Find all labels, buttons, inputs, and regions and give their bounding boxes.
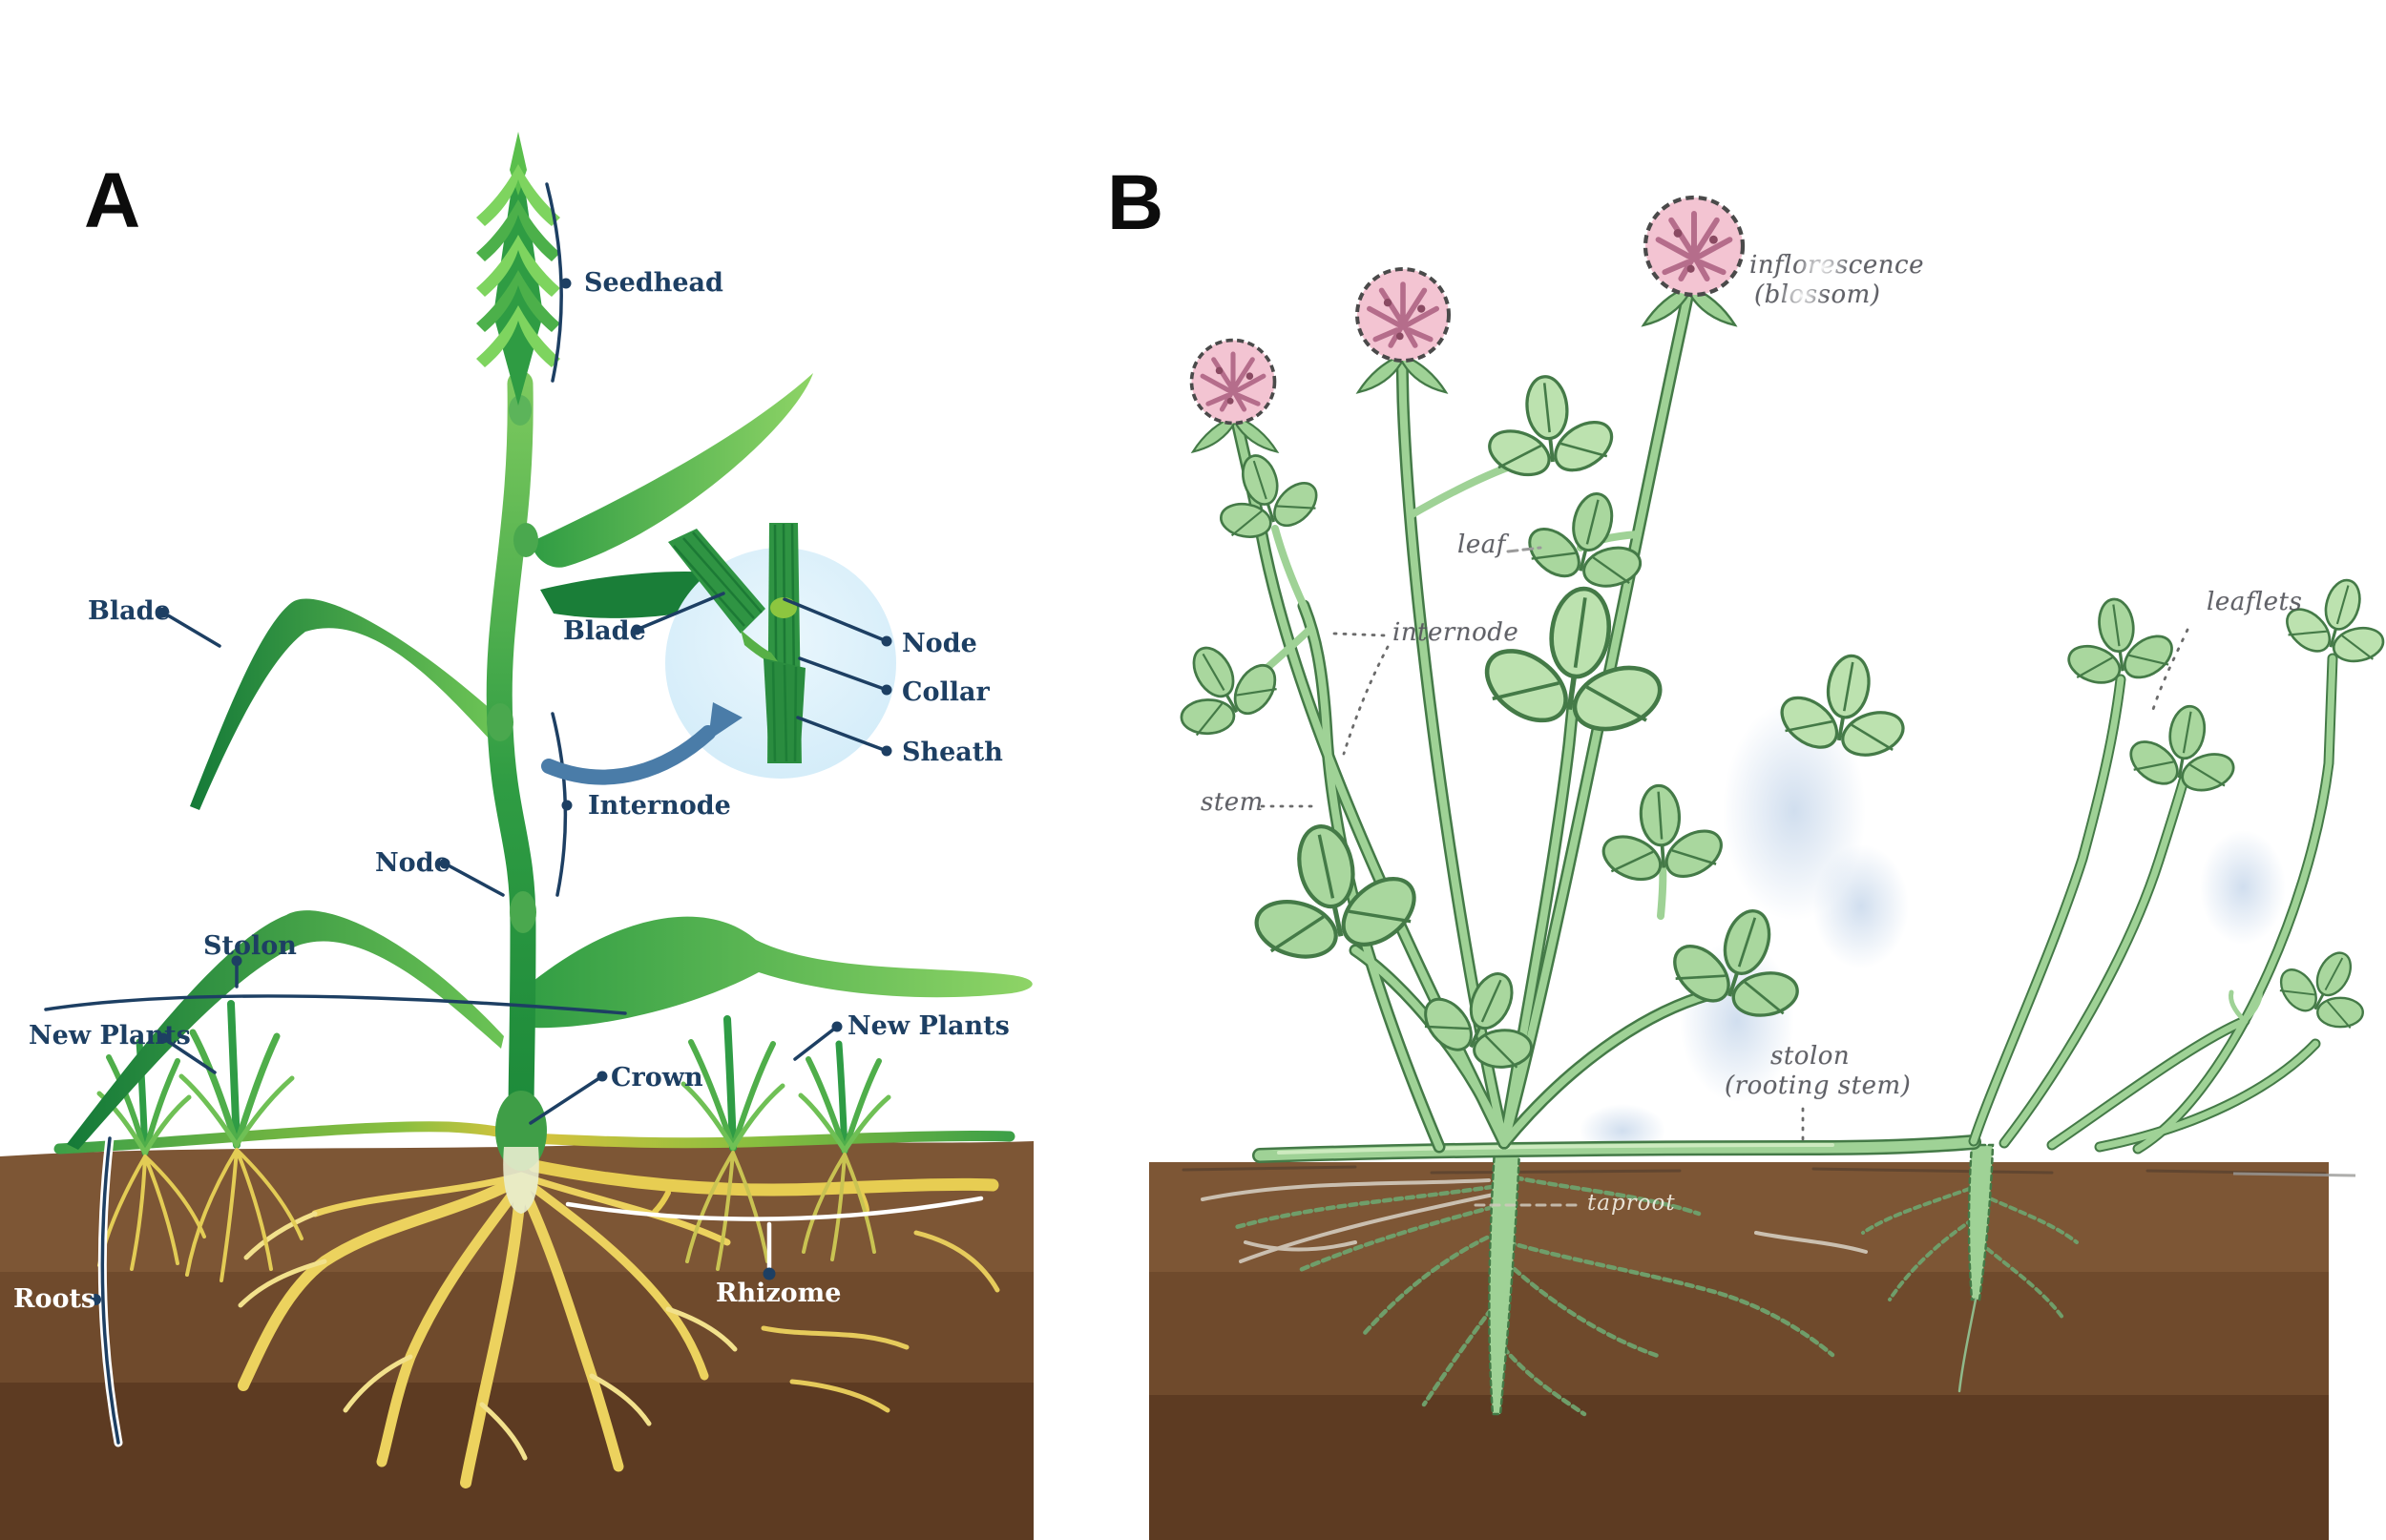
new-plant-tuft (96, 1000, 891, 1282)
grass-leaf-blade (190, 598, 492, 810)
scan-fade-blob (1794, 250, 1850, 284)
clover-right-shoots (1968, 653, 2338, 1155)
grass-node-bulge (510, 891, 536, 933)
label-crown: Crown (611, 1063, 703, 1093)
arrowhead-icon (708, 702, 743, 740)
panel-a-letter: A (84, 157, 141, 244)
label-stem: stem (1201, 788, 1264, 817)
label-new-plants-right: New Plants (848, 1011, 1010, 1041)
panel-b-soil (1149, 1162, 2356, 1540)
panel-b-leaders (1260, 546, 2189, 1207)
inset-stalk (668, 523, 806, 763)
label-leaf: leaf (1457, 531, 1506, 559)
label-new-plants-left: New Plants (29, 1021, 191, 1051)
label-rhizome: Rhizome (716, 1279, 842, 1308)
label-stolon-b-line1: stolon (1770, 1042, 1851, 1071)
label-inset-collar: Collar (902, 677, 990, 707)
clover-roots (1201, 1143, 2079, 1417)
label-stolon-b-line2: (rooting stem) (1725, 1072, 1912, 1100)
grass-plant (67, 132, 1033, 1214)
label-node: Node (375, 848, 450, 878)
label-internode-b: internode (1392, 618, 1519, 647)
label-inset-sheath: Sheath (902, 738, 1003, 767)
inset-blade-leaf (668, 529, 765, 634)
grass-stem (486, 370, 536, 1130)
panel-a-leaders (44, 182, 984, 1447)
label-inset-node: Node (902, 629, 977, 658)
grass-inset (541, 523, 896, 785)
panel-b-letter: B (1107, 159, 1164, 246)
label-seedhead: Seedhead (584, 268, 723, 298)
label-inset-blade: Blade (563, 616, 646, 646)
label-blade: Blade (88, 596, 171, 626)
clover-stolon (1252, 1134, 1981, 1163)
scan-fade-blob (1777, 281, 1827, 311)
grass-leaf-lower-right (511, 916, 1033, 1029)
label-stolon: Stolon (203, 931, 297, 961)
label-internode: Internode (588, 791, 731, 821)
arrow-icon (541, 725, 716, 785)
grass-roots (238, 1172, 1000, 1488)
clover-taproot (1488, 1148, 1521, 1416)
grass-leaf-upper-right (531, 373, 813, 568)
label-roots: Roots (13, 1284, 96, 1314)
panel-a-soil (0, 1141, 1034, 1540)
label-taproot: taproot (1587, 1191, 1676, 1216)
grass-seedhead (476, 132, 560, 406)
label-leaflets: leaflets (2207, 588, 2303, 616)
